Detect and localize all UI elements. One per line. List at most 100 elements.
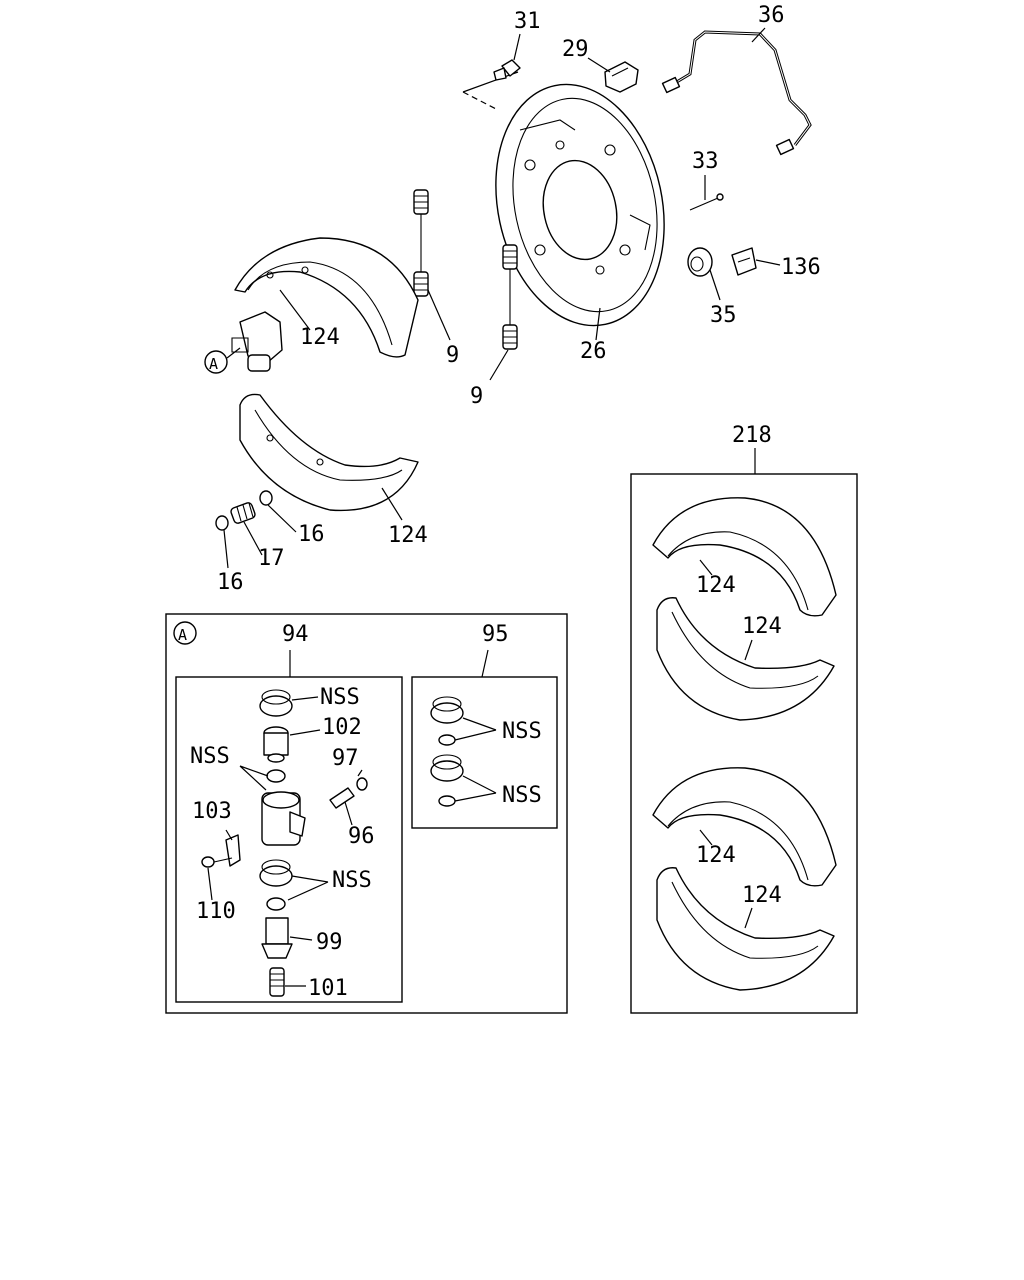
label-17: 17 [258, 546, 285, 571]
label-124c: 124 [696, 573, 736, 598]
leader-124a [279, 289, 311, 331]
label-102: 102 [322, 715, 362, 740]
label-124d: 124 [742, 614, 782, 639]
leader-26 [595, 307, 601, 341]
kit95-cup-upper [430, 696, 464, 746]
leader-31 [513, 33, 521, 61]
spring-101 [269, 967, 285, 997]
leader-nss3 [287, 875, 329, 901]
leader-95 [481, 649, 489, 678]
label-103: 103 [192, 799, 232, 824]
detail-a-letter: A [178, 626, 187, 644]
leader-nss5 [454, 775, 497, 802]
brake-shoe-124-upper [234, 237, 419, 358]
leader-nss1 [291, 696, 319, 701]
detail-a-circle [173, 621, 197, 645]
leader-16b [267, 504, 297, 533]
brake-shoe-124-lower [239, 393, 419, 512]
callout-a-letter: A [209, 355, 218, 373]
leader-17 [243, 521, 263, 556]
spring-17 [230, 502, 256, 524]
label-110: 110 [196, 899, 236, 924]
kit-95-box [411, 676, 558, 829]
kit95-cup-lower [430, 754, 464, 807]
label-36: 36 [758, 3, 785, 28]
bleeder-96 [329, 777, 368, 809]
washer-16-left [215, 515, 229, 531]
kit-shoe-124-2 [656, 597, 835, 721]
label-33: 33 [692, 149, 719, 174]
label-97: 97 [332, 746, 359, 771]
plug-35 [687, 247, 713, 277]
leader-96 [344, 801, 353, 826]
leader-124d [744, 639, 753, 661]
label-9a: 9 [446, 343, 459, 368]
leader-124e [699, 829, 713, 846]
label-29: 29 [562, 37, 589, 62]
dash-leader [462, 91, 499, 111]
label-nss-3: NSS [332, 868, 372, 893]
label-124e: 124 [696, 843, 736, 868]
cup-nss-top [259, 689, 293, 717]
label-9b: 9 [470, 384, 483, 409]
cup-nss-low [259, 859, 293, 911]
leader-a [226, 347, 241, 359]
leader-136 [755, 259, 781, 266]
piston-102 [263, 726, 289, 763]
pin-33 [689, 193, 724, 211]
kit-shoe-124-3 [652, 767, 837, 887]
kit-218-box [630, 473, 858, 1014]
label-nss-1: NSS [320, 685, 360, 710]
label-35: 35 [710, 303, 737, 328]
leader-102 [289, 729, 321, 736]
spring-9-upper [413, 189, 429, 297]
bracket-29 [604, 61, 639, 93]
leader-110 [207, 867, 213, 901]
kit-94-box [175, 676, 403, 1003]
leader-nss4 [454, 717, 497, 741]
label-136: 136 [781, 255, 821, 280]
leader-16a [223, 529, 229, 569]
label-16b: 16 [298, 522, 325, 547]
label-nss-5: NSS [502, 783, 542, 808]
label-nss-4: NSS [502, 719, 542, 744]
label-124a: 124 [300, 325, 340, 350]
screw-110 [201, 856, 233, 868]
bolt-31 [493, 59, 521, 81]
wheel-cylinder-assembly [231, 311, 283, 372]
kit-shoe-124-1 [652, 497, 837, 617]
piston-99 [261, 917, 293, 959]
leader-97 [357, 769, 363, 777]
label-26: 26 [580, 339, 607, 364]
leader-nss2 [239, 765, 269, 791]
leader-36 [751, 27, 766, 43]
leader-124b [381, 487, 403, 521]
label-101: 101 [308, 976, 348, 1001]
leader-35 [709, 269, 721, 301]
label-99: 99 [316, 930, 343, 955]
leader-99 [289, 936, 313, 941]
cylinder-body [261, 791, 306, 846]
label-nss-2: NSS [190, 744, 230, 769]
label-124f: 124 [742, 883, 782, 908]
backing-plate-26 [495, 83, 665, 327]
leader-124c [699, 559, 713, 576]
leader-9b [489, 349, 509, 381]
leader-103 [225, 829, 233, 841]
seal-nss-mid [266, 769, 286, 783]
kit-shoe-124-4 [656, 867, 835, 991]
callout-a-circle [204, 350, 228, 374]
brake-pipe-36 [661, 30, 812, 156]
label-94: 94 [282, 622, 309, 647]
spring-9-lower [502, 244, 518, 350]
washer-16-right [259, 490, 273, 506]
plate-103 [225, 834, 241, 867]
clip-136 [731, 247, 757, 276]
label-31: 31 [514, 9, 541, 34]
label-16a: 16 [217, 570, 244, 595]
label-124b: 124 [388, 523, 428, 548]
leader-9a [427, 289, 451, 341]
label-218: 218 [732, 423, 772, 448]
leader-124f [744, 907, 753, 929]
